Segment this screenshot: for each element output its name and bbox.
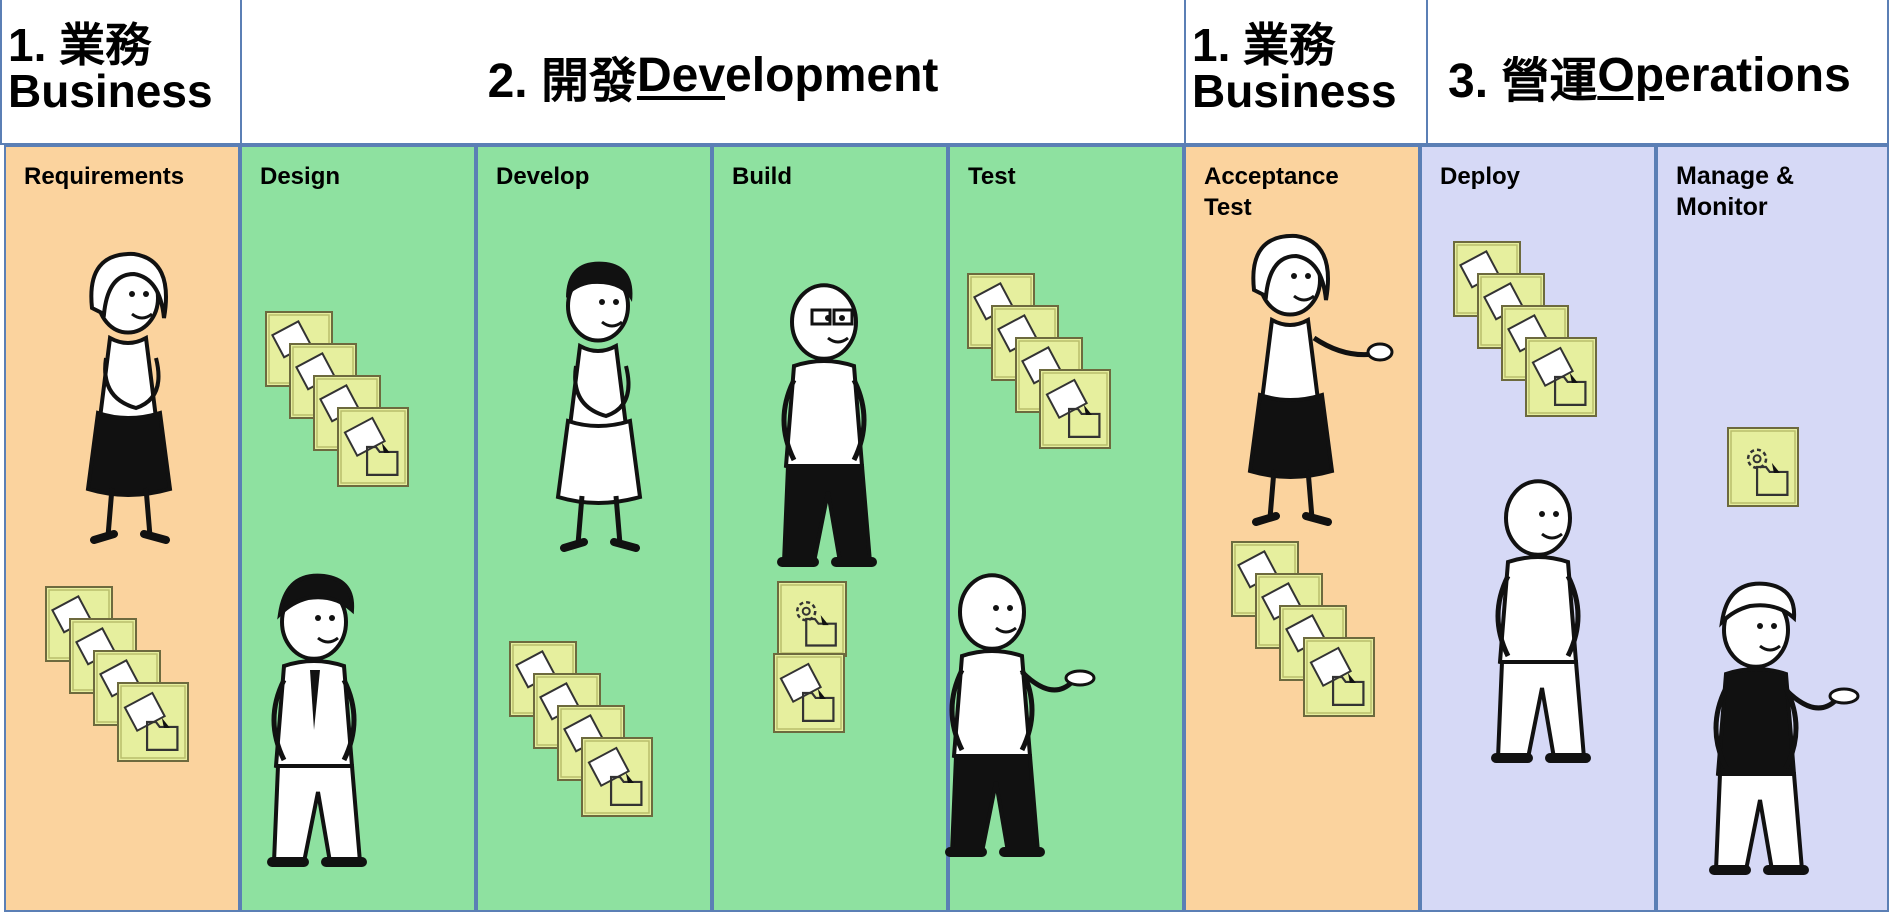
card-stack-requirements <box>44 585 192 765</box>
lane-label-deploy: Deploy <box>1440 163 1521 190</box>
person-figure-icon <box>555 261 643 552</box>
header-development-suffix: elopment <box>725 49 939 102</box>
card-stack-test <box>966 272 1114 452</box>
lane-label-acceptance-test: Acceptance Test <box>1204 163 1339 221</box>
lane-label-develop: Develop <box>496 163 590 190</box>
header-development-prefix: 2. 開發 <box>487 54 637 108</box>
person-figure-icon <box>85 251 173 544</box>
header-business-right-line2: Business <box>1192 65 1397 117</box>
person-test-man-gesture <box>910 560 1100 865</box>
person-deploy-man <box>1456 466 1606 771</box>
person-figure-icon <box>777 283 877 567</box>
header-business-left: 1. 業務 Business <box>0 0 242 145</box>
person-figure-icon <box>1491 479 1591 763</box>
person-build-man-glasses <box>742 270 892 575</box>
card-stack-design <box>264 310 412 490</box>
header-operations-underlined: Op <box>1597 49 1665 102</box>
person-design-man-suit <box>232 570 382 875</box>
lane-label-manage-monitor: Manage & Monitor <box>1676 162 1795 221</box>
person-figure-icon <box>1247 233 1394 526</box>
card-stack-acceptance <box>1230 540 1378 720</box>
lane-build: Build <box>712 145 948 912</box>
person-figure-icon <box>945 573 1096 857</box>
person-monitor-man-vest <box>1674 578 1864 883</box>
person-requirements-woman <box>48 248 198 553</box>
card-stack-develop <box>508 640 656 820</box>
person-develop-woman <box>518 256 668 561</box>
header-development-underlined: Dev <box>636 49 726 102</box>
header-business-right: 1. 業務 Business <box>1184 0 1428 145</box>
card-stack-monitor <box>1726 426 1800 508</box>
person-acceptance-woman <box>1210 230 1400 535</box>
header-business-line1: 1. 業務 <box>8 19 152 71</box>
person-figure-icon <box>267 573 367 867</box>
header-operations-prefix: 3. 營運 <box>1448 54 1598 108</box>
header-business-line2: Business <box>8 65 213 117</box>
header-operations-suffix: erations <box>1664 49 1851 102</box>
lane-label-design: Design <box>260 163 341 190</box>
lane-label-test: Test <box>968 163 1016 190</box>
person-figure-icon <box>1709 581 1860 875</box>
card-stack-deploy <box>1452 240 1600 420</box>
card-stack-build <box>772 580 852 740</box>
lane-label-requirements: Requirements <box>24 163 185 190</box>
lane-label-build: Build <box>732 163 792 190</box>
header-business-right-line1: 1. 業務 <box>1192 19 1336 71</box>
lane-design: Design <box>240 145 476 912</box>
